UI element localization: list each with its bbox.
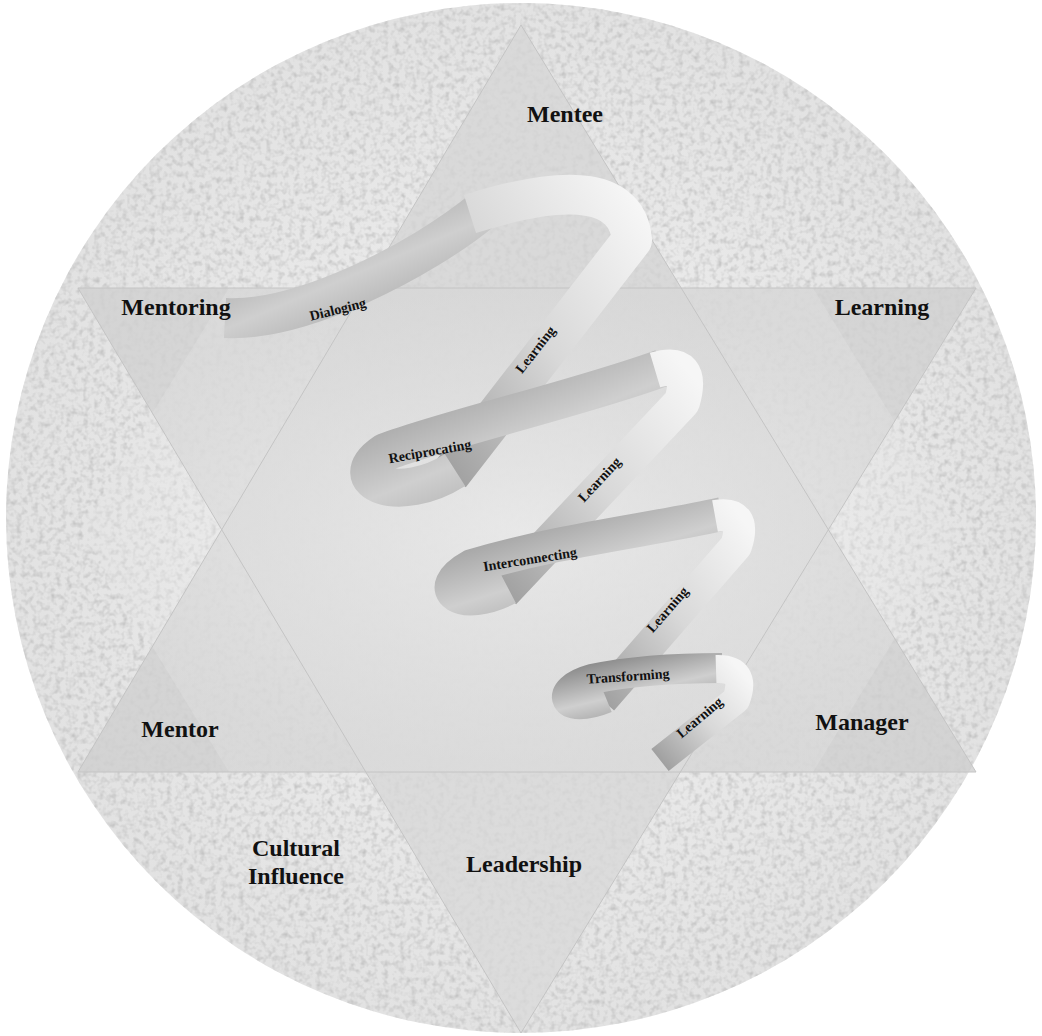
star-point-label: Leadership: [466, 851, 582, 879]
ribbon-label: Reciprocating: [387, 437, 472, 467]
ribbon-label: Transforming: [586, 666, 670, 688]
star-point-label: Mentoring: [121, 294, 230, 322]
star-point-label: Manager: [815, 709, 908, 737]
ribbon-label: Learning: [513, 323, 560, 376]
star-point-label: Learning: [835, 294, 930, 322]
star-point-label: Mentor: [141, 716, 218, 744]
ribbon-label: Dialoging: [308, 295, 368, 325]
ribbon-label: Learning: [644, 584, 692, 636]
ribbon-label: Interconnecting: [482, 545, 578, 576]
star-point-label: Mentee: [527, 101, 603, 129]
circle-label: Cultural Influence: [226, 835, 366, 890]
ribbon-label: Learning: [575, 454, 624, 505]
ribbon-label: Learning: [674, 694, 727, 742]
